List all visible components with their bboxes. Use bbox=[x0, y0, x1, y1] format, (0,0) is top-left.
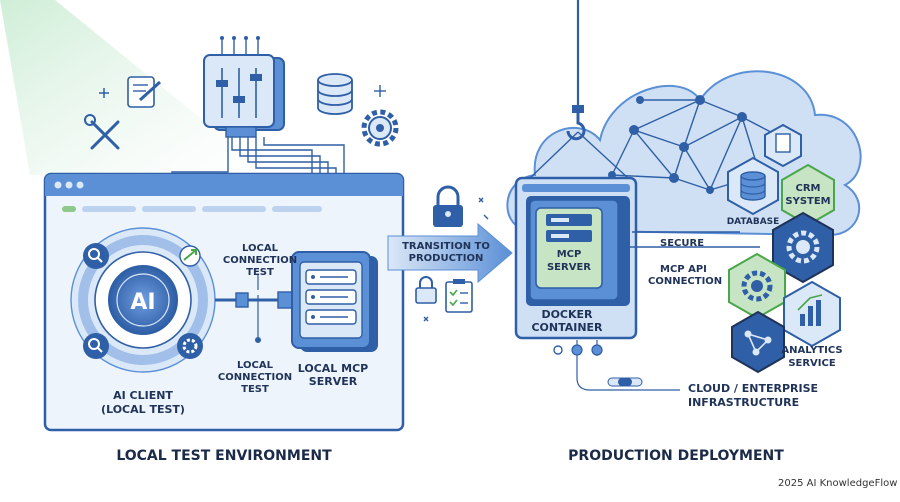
transition-arrow bbox=[387, 222, 513, 284]
docker-label-1: DOCKER bbox=[541, 308, 593, 321]
secure-connection-lines bbox=[630, 231, 760, 248]
conn-top-label-1: LOCAL bbox=[242, 243, 279, 254]
sparkle-icon bbox=[478, 197, 489, 220]
ai-client-label-1: AI CLIENT bbox=[113, 389, 173, 402]
search-icon bbox=[83, 333, 109, 359]
refresh-icon bbox=[179, 245, 201, 267]
ai-client-label-2: (LOCAL TEST) bbox=[101, 403, 185, 416]
cloud-network bbox=[611, 99, 787, 191]
local-mcp-server bbox=[291, 251, 378, 352]
infra-label-1: CLOUD / ENTERPRISE bbox=[688, 382, 818, 395]
secure-label-3: CONNECTION bbox=[648, 276, 722, 287]
local-section-title: LOCAL TEST ENVIRONMENT bbox=[116, 448, 332, 464]
local-server-label-2: SERVER bbox=[309, 375, 358, 388]
lock-icon bbox=[415, 276, 437, 304]
notes-icon bbox=[127, 76, 162, 108]
sparkle-icon bbox=[423, 316, 429, 322]
network-node bbox=[608, 95, 790, 194]
docker-container bbox=[514, 176, 638, 340]
gear-green-hex bbox=[728, 252, 786, 320]
lock-icon bbox=[433, 185, 463, 227]
production-section-title: PRODUCTION DEPLOYMENT bbox=[568, 448, 784, 464]
mcp-server-label-1: MCP bbox=[557, 249, 582, 260]
docker-label-2: CONTAINER bbox=[531, 321, 603, 334]
crm-label-1: CRM bbox=[796, 183, 821, 194]
conn-top-label-3: TEST bbox=[246, 267, 274, 278]
gear-hex bbox=[772, 211, 834, 284]
wrench-screwdriver-icon bbox=[84, 114, 120, 150]
infra-label-2: INFRASTRUCTURE bbox=[688, 396, 799, 409]
gear-icon bbox=[361, 109, 399, 147]
conn-top-label-2: CONNECTION bbox=[223, 255, 297, 266]
ai-client-hub bbox=[70, 227, 216, 373]
database-hex bbox=[727, 156, 779, 216]
conn-bottom-label-1: LOCAL bbox=[237, 360, 274, 371]
conn-bottom-label-3: TEST bbox=[241, 384, 269, 395]
secure-label-2: MCP API bbox=[660, 264, 707, 275]
analytics-label-2: SERVICE bbox=[788, 358, 836, 369]
analytics-label-1: ANALYTICS bbox=[781, 345, 842, 356]
sparkle-icon bbox=[99, 88, 109, 98]
transition-label-2: PRODUCTION bbox=[409, 253, 484, 264]
database-label: DATABASE bbox=[727, 217, 780, 227]
search-icon bbox=[83, 243, 109, 269]
status-indicators bbox=[553, 340, 680, 391]
analytics-hex bbox=[783, 280, 841, 348]
local-connection-cable bbox=[215, 275, 300, 343]
checklist-icon bbox=[445, 279, 473, 313]
control-panel-device bbox=[203, 36, 285, 138]
ai-badge-label: AI bbox=[130, 290, 155, 315]
database-icon bbox=[317, 73, 353, 115]
conn-bottom-label-2: CONNECTION bbox=[218, 372, 292, 383]
sparkle-icon bbox=[374, 85, 386, 97]
local-server-label-1: LOCAL MCP bbox=[298, 362, 368, 375]
crane-hook bbox=[529, 0, 629, 179]
network-hex bbox=[731, 310, 785, 374]
document-hex bbox=[764, 123, 802, 168]
transition-label-1: TRANSITION TO bbox=[402, 241, 490, 252]
secure-label-1: SECURE bbox=[660, 238, 704, 249]
footer-credit: 2025 AI KnowledgeFlow bbox=[778, 478, 897, 489]
mcp-server-label-2: SERVER bbox=[547, 262, 591, 273]
crm-label-2: SYSTEM bbox=[785, 196, 830, 207]
gear-icon bbox=[177, 333, 203, 359]
